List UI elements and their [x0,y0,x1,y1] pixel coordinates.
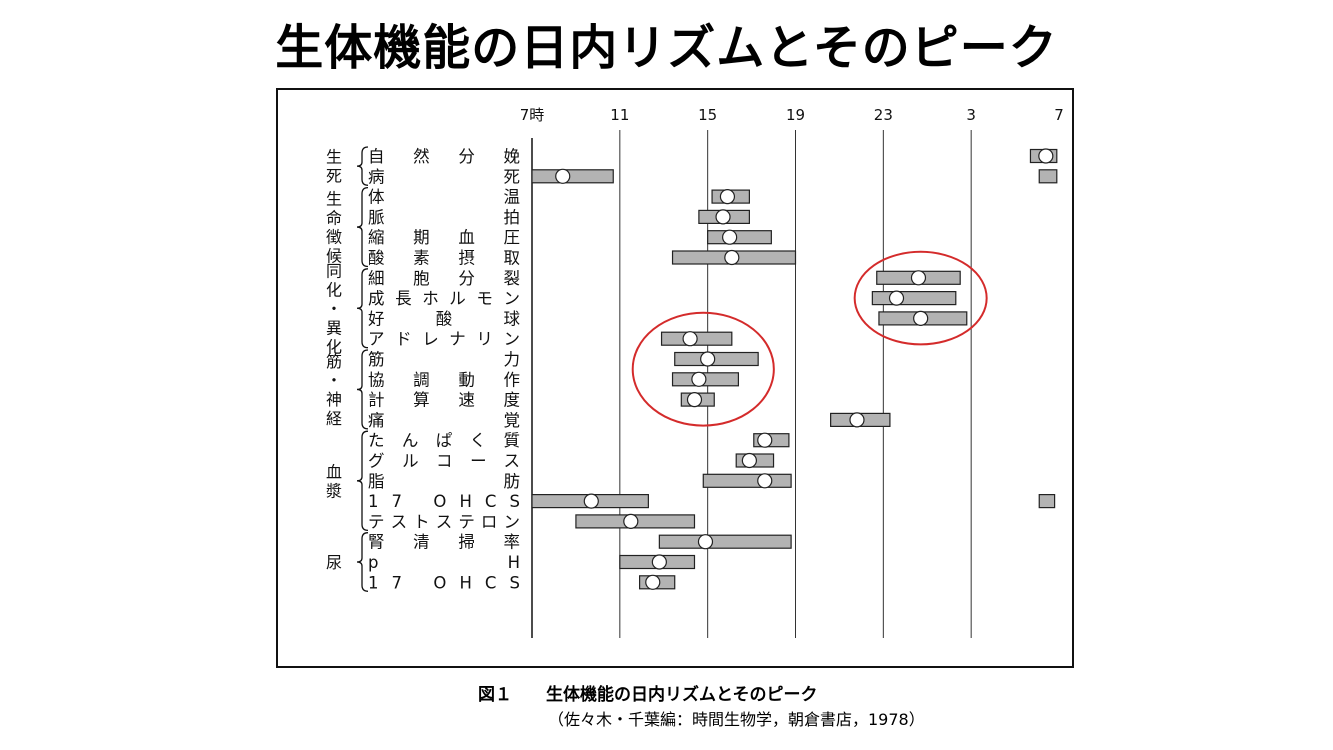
range-bar [707,230,772,245]
peak-marker [913,310,929,326]
figure-frame: 7時 11 15 19 23 3 7 生死生命徴候同化・異化筋・神経血漿尿 自然分娩病死体温脈拍… [276,88,1074,668]
figure-caption: 図１ 生体機能の日内リズムとそのピーク [478,680,818,705]
row-label: 17 OHCS [368,492,520,511]
group-brace [356,186,369,268]
group-label: 尿 [326,553,342,572]
row-label: 成長ホルモン [368,289,520,308]
peak-marker [623,513,639,529]
peak-marker [1038,148,1054,164]
figure-label: 図１ [478,685,512,705]
row-label: たんぱく質 [368,431,520,450]
row-label: 酸素摂取 [368,249,520,268]
hour-tick-label: 7時 [520,106,545,124]
range-bar [1038,169,1058,184]
range-bar [871,291,957,306]
range-bar [531,169,614,184]
row-label: 計算速度 [368,391,520,410]
peak-marker [724,249,740,266]
row-label: 自然分娩 [368,147,520,166]
peak-marker [757,473,773,489]
peak-marker [682,331,698,347]
peak-marker [645,574,661,590]
range-bar [658,534,792,549]
row-label: グルコース [368,452,520,471]
group-label: 同化・異化 [326,261,342,356]
peak-marker [555,168,571,184]
row-label: 筋力 [368,350,520,369]
row-label: 病死 [368,167,520,186]
peak-marker [715,209,731,225]
group-label: 生命徴候 [326,190,342,266]
group-brace [356,532,369,592]
group-brace [356,430,369,532]
row-label: テストステロン [368,512,520,531]
peak-marker [910,270,927,286]
peak-marker [722,229,738,245]
group-label: 生死 [326,148,342,186]
range-bar [1038,494,1056,509]
hour-tick-label: 11 [610,106,629,124]
peak-marker [691,371,707,387]
peak-marker [651,554,667,570]
hour-tick-label: 3 [966,106,976,124]
group-brace [356,268,369,349]
row-label: pH [368,553,520,572]
peak-marker [849,412,865,428]
peak-marker [686,392,703,408]
peak-marker [888,290,905,306]
peak-marker [741,452,757,469]
peak-marker [697,534,714,550]
peak-marker [700,351,716,367]
highlight-ellipse [853,250,988,346]
peak-marker [757,432,773,448]
group-label: 筋・神経 [326,352,342,428]
row-label: 好酸球 [368,309,521,328]
hour-tick-label: 19 [786,106,805,124]
row-label: 脈拍 [368,208,520,227]
slide-title: 生体機能の日内リズムとそのピーク [275,20,1058,76]
figure-source: （佐々木・千葉編：時間生物学，朝倉書店，1978） [548,710,925,729]
highlight-ellipse [631,311,775,427]
row-label: 腎清掃率 [368,533,520,552]
hour-tick-label: 7 [1054,106,1064,124]
row-label: 縮期血圧 [368,228,520,247]
hour-tick-label: 23 [874,106,893,124]
peak-marker [719,188,736,205]
row-label: 協調動作 [368,370,520,389]
row-label: アドレナリン [368,330,520,349]
peak-marker [583,493,599,509]
group-brace [356,146,369,186]
row-label: 17 OHCS [368,573,520,592]
row-label: 痛覚 [368,411,520,430]
row-label: 細胞分裂 [368,269,520,288]
row-label: 脂肪 [368,472,520,491]
hour-tick-label: 15 [698,106,717,124]
row-label: 体温 [368,188,520,207]
group-brace [356,349,369,430]
figure-caption-title: 生体機能の日内リズムとそのピーク [546,685,818,705]
range-bar [674,351,759,367]
range-bar [702,473,792,488]
group-label: 血漿 [326,462,342,500]
